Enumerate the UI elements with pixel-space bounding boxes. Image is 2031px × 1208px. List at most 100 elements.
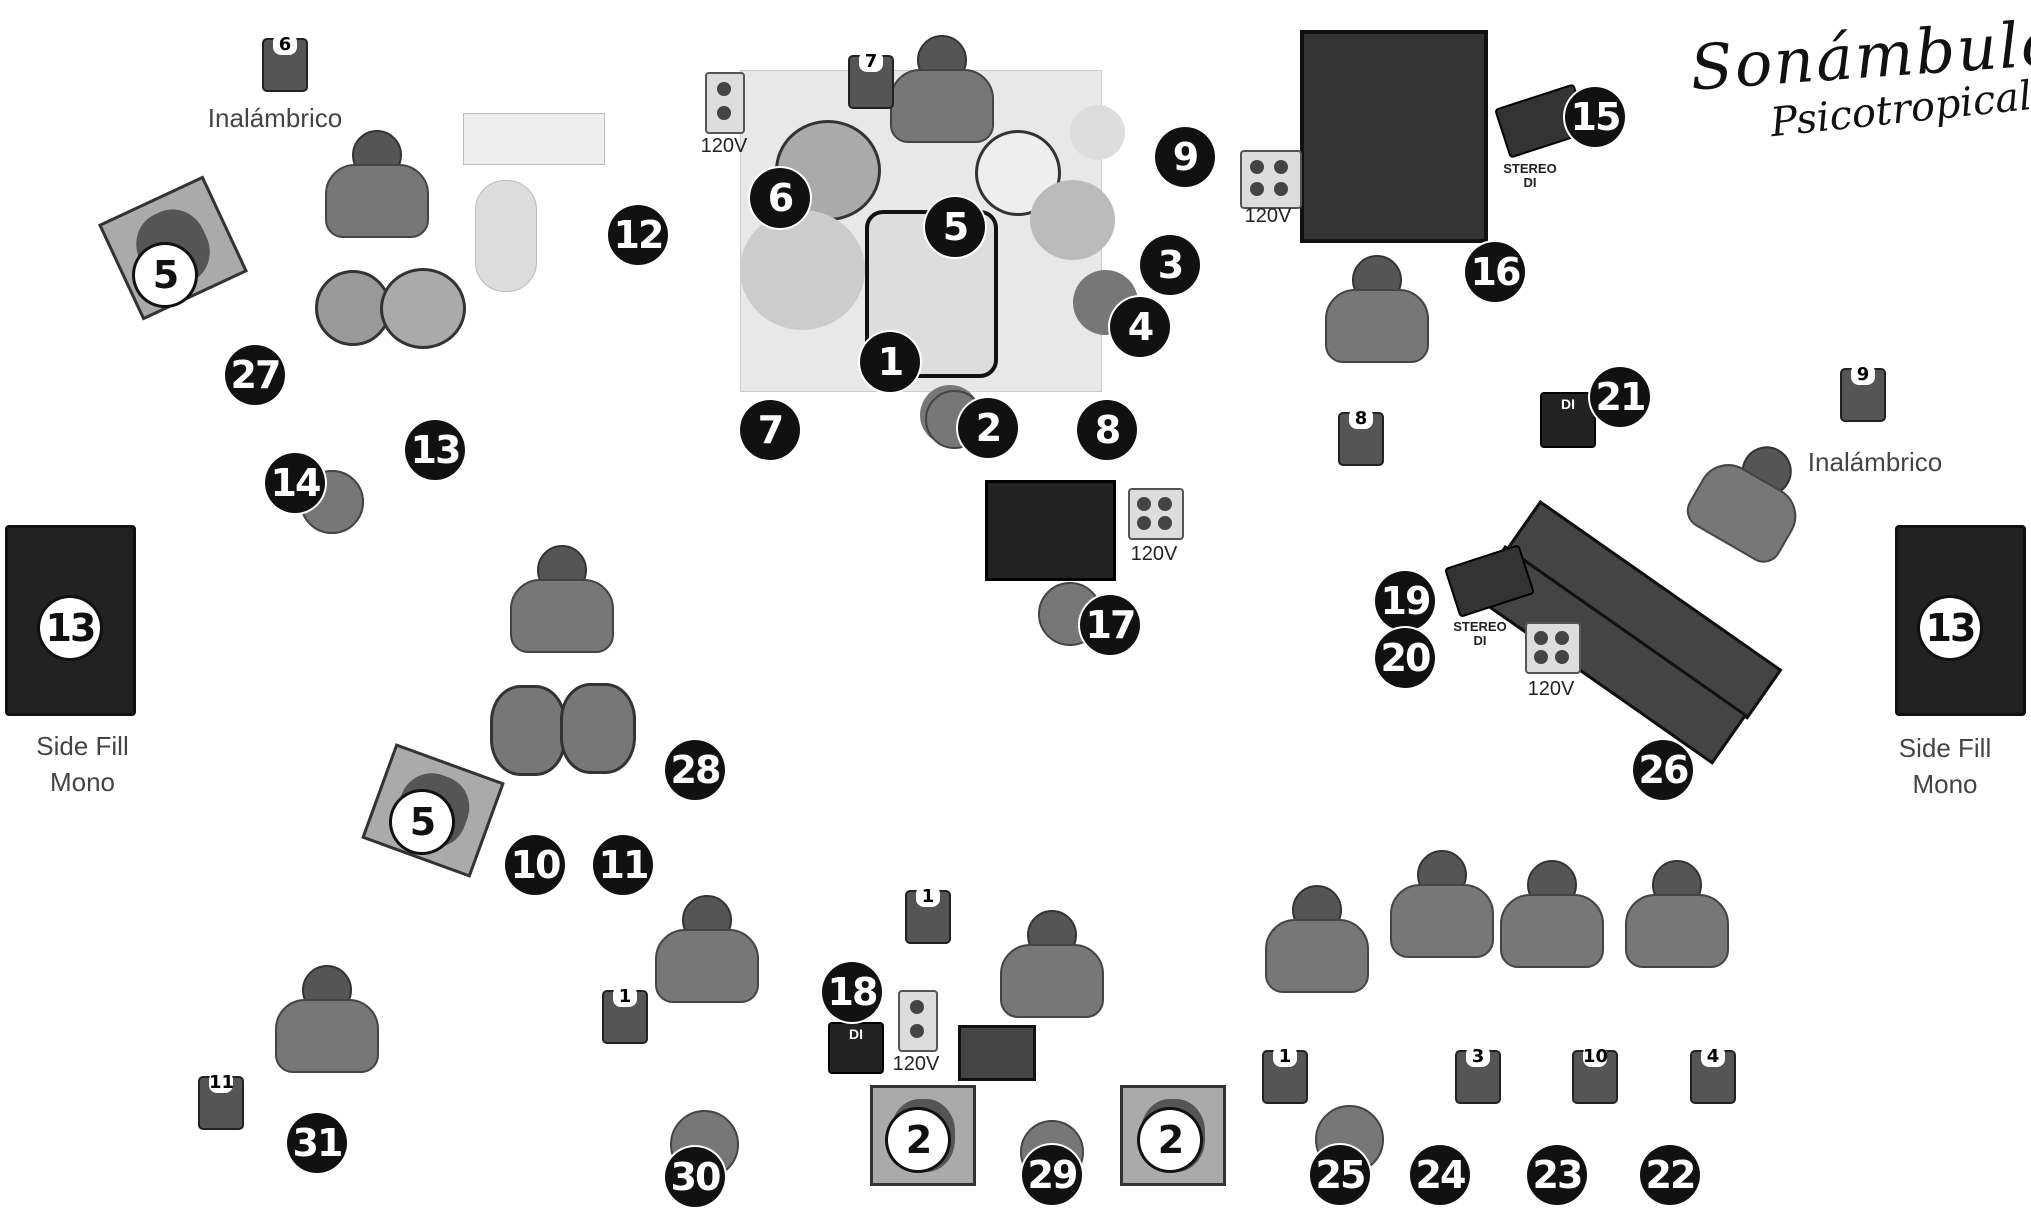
input-26: 26: [1633, 740, 1693, 800]
di-box-keys-label: DI: [1561, 396, 1575, 412]
in-ear-1-percussion: 1: [602, 990, 648, 1044]
input-4: 4: [1110, 297, 1170, 357]
shakers-table: [463, 113, 605, 165]
guitarist-29: [995, 910, 1105, 1040]
conga-left: [490, 685, 566, 776]
side-fill-left-text: Side Fill: [10, 728, 155, 764]
side-fill-left-number: 13: [40, 598, 100, 658]
voltage-bass: 120V: [1236, 205, 1300, 228]
singer-30: [650, 895, 760, 1025]
input-21: 21: [1590, 367, 1650, 427]
in-ear-4-num: 4: [1701, 1046, 1725, 1067]
input-11: 11: [593, 835, 653, 895]
conga-right: [560, 683, 636, 774]
outlet-guitar-amp: [1128, 488, 1184, 540]
outlet-bass: [1240, 150, 1302, 209]
input-12: 12: [608, 205, 668, 265]
in-ear-1-center-num: 1: [916, 886, 940, 907]
input-2: 2: [958, 398, 1018, 458]
side-fill-right-text: Side Fill: [1870, 730, 2020, 766]
horn-23: [1495, 860, 1605, 990]
side-fill-right-number: 13: [1920, 598, 1980, 658]
singer-31: [270, 965, 380, 1095]
drummer: [885, 35, 995, 165]
input-10: 10: [505, 835, 565, 895]
singer-25: [1260, 885, 1370, 1015]
input-17: 17: [1080, 595, 1140, 655]
in-ear-8-num: 8: [1349, 408, 1373, 429]
in-ear-1-right-num: 1: [1273, 1046, 1297, 1067]
trumpet-24: [1385, 850, 1495, 980]
timbale-right: [380, 268, 466, 349]
input-23: 23: [1527, 1145, 1587, 1205]
input-5: 5: [925, 197, 985, 257]
input-27: 27: [225, 345, 285, 405]
side-fill-right-mono: Mono: [1870, 766, 2020, 802]
input-20: 20: [1375, 628, 1435, 688]
in-ear-3-num: 3: [1466, 1046, 1490, 1067]
in-ear-7: 7: [848, 55, 894, 109]
side-fill-left-label: Side Fill Mono: [10, 728, 155, 800]
conga-player: [505, 545, 615, 675]
in-ear-11-num: 11: [209, 1072, 233, 1093]
input-14: 14: [265, 453, 325, 513]
horn-22: [1620, 860, 1730, 990]
input-8: 8: [1077, 400, 1137, 460]
percussionist-left: [320, 130, 430, 260]
in-ear-6-num: 6: [273, 34, 297, 55]
voltage-keys: 120V: [1519, 678, 1583, 701]
monitor-label-5-left: 5: [135, 245, 195, 305]
in-ear-10-num: 10: [1583, 1046, 1607, 1067]
input-6: 6: [750, 168, 810, 228]
input-3: 3: [1140, 235, 1200, 295]
input-13: 13: [405, 420, 465, 480]
band-logo: Sonámbulo Psicotropical: [1690, 20, 2025, 190]
voltage-front: 120V: [884, 1053, 948, 1076]
in-ear-11: 11: [198, 1076, 244, 1130]
voltage-guitar-amp: 120V: [1122, 543, 1186, 566]
input-28: 28: [665, 740, 725, 800]
ride-cymbal: [1030, 180, 1115, 260]
outlet-keys: [1525, 622, 1581, 674]
splash-cymbal: [1070, 105, 1125, 160]
stereo-di-bass-label: STEREO DI: [1490, 162, 1570, 190]
monitor-label-2-right: 2: [1140, 1110, 1200, 1170]
crash-cymbal-left: [740, 210, 865, 330]
stereo-di-keys-label: STEREO DI: [1440, 620, 1520, 648]
di-box-front-label: DI: [849, 1026, 863, 1042]
monitor-label-2-left: 2: [888, 1110, 948, 1170]
voltage-drums: 120V: [692, 135, 756, 158]
di-box-front: DI: [828, 1022, 884, 1074]
input-18: 18: [822, 962, 882, 1022]
input-31: 31: [287, 1113, 347, 1173]
in-ear-1-right: 1: [1262, 1050, 1308, 1104]
monitor-label-5-percussion: 5: [392, 792, 452, 852]
input-7: 7: [740, 400, 800, 460]
guitar-amp: [985, 480, 1116, 581]
in-ear-1-percussion-num: 1: [613, 986, 637, 1007]
input-15: 15: [1565, 87, 1625, 147]
input-9: 9: [1155, 127, 1215, 187]
in-ear-3: 3: [1455, 1050, 1501, 1104]
wireless-label-left: Inalámbrico: [190, 100, 360, 136]
input-19: 19: [1375, 571, 1435, 631]
in-ear-9-num: 9: [1851, 364, 1875, 385]
outlet-front: [898, 990, 938, 1052]
in-ear-6: 6: [262, 38, 308, 92]
pedalboard: [958, 1025, 1036, 1081]
di-box-keys: DI: [1540, 392, 1596, 448]
input-25: 25: [1310, 1145, 1370, 1205]
input-24: 24: [1410, 1145, 1470, 1205]
input-16: 16: [1465, 242, 1525, 302]
wireless-label-right: Inalámbrico: [1790, 444, 1960, 480]
side-fill-right-label: Side Fill Mono: [1870, 730, 2020, 802]
input-30: 30: [665, 1147, 725, 1207]
cowbell: [475, 180, 537, 292]
in-ear-4: 4: [1690, 1050, 1736, 1104]
in-ear-1-center: 1: [905, 890, 951, 944]
in-ear-8: 8: [1338, 412, 1384, 466]
side-fill-left-mono: Mono: [10, 764, 155, 800]
outlet-drums: [705, 72, 745, 134]
in-ear-7-num: 7: [859, 51, 883, 72]
bass-player: [1320, 255, 1430, 385]
